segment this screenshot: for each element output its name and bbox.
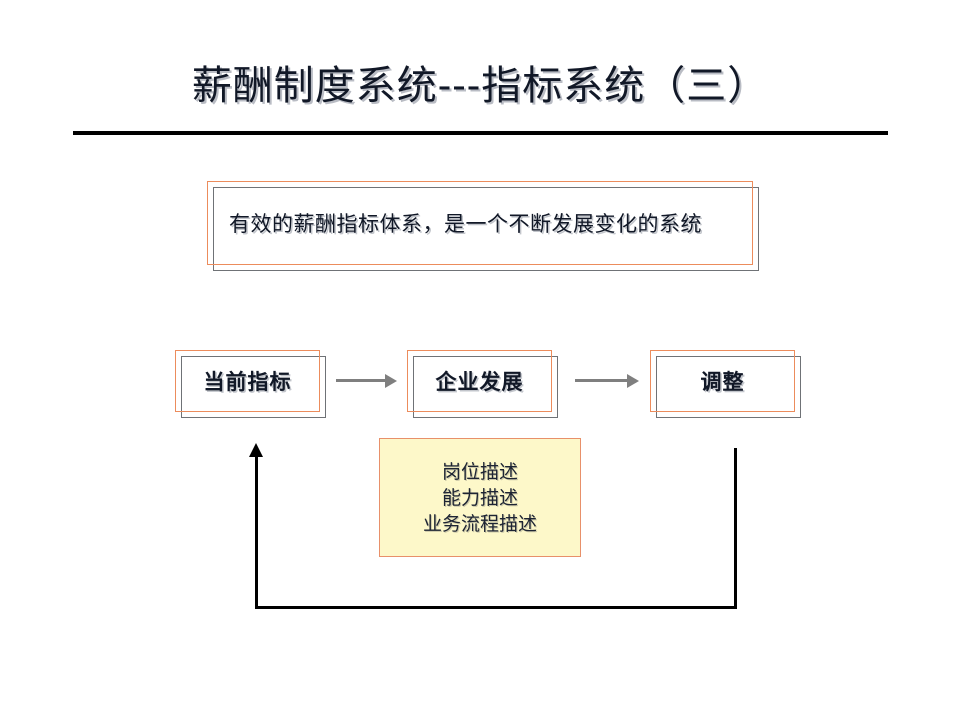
feedback-loop-right-segment — [734, 448, 737, 609]
note-line: 岗位描述 — [441, 460, 518, 483]
note-box-descriptions: 岗位描述 能力描述 业务流程描述 — [379, 438, 581, 557]
arrow-shaft — [336, 379, 386, 382]
statement-textbox-accent-border — [207, 181, 753, 265]
arrow-right-icon — [336, 374, 397, 388]
arrow-shaft — [575, 379, 628, 382]
note-line: 业务流程描述 — [422, 512, 537, 535]
process-box-label: 企业发展 — [435, 369, 524, 394]
statement-textbox-shadow-border — [213, 187, 759, 271]
process-box-accent-border — [407, 350, 552, 412]
process-box-label: 调整 — [700, 369, 745, 394]
feedback-loop-left-segment — [255, 456, 258, 609]
process-box-shadow-border — [413, 356, 558, 418]
process-box-accent-border — [175, 350, 320, 412]
statement-textbox: 有效的薪酬指标体系，是一个不断发展变化的系统 — [207, 181, 759, 271]
feedback-loop-bottom-segment — [255, 606, 737, 609]
process-box-label: 当前指标 — [203, 369, 292, 394]
process-box-accent-border — [650, 350, 795, 412]
page-title: 薪酬制度系统---指标系统（三） — [191, 63, 769, 109]
title-divider-rule — [73, 131, 888, 135]
process-box-shadow-border — [181, 356, 326, 418]
feedback-loop-arrow-up-icon — [249, 443, 263, 457]
statement-text: 有效的薪酬指标体系，是一个不断发展变化的系统 — [229, 212, 702, 236]
arrow-right-icon — [575, 374, 639, 388]
process-box-adjustment[interactable]: 调整 — [650, 350, 801, 418]
process-box-current-indicator[interactable]: 当前指标 — [175, 350, 326, 418]
arrow-head — [627, 374, 639, 388]
note-line: 能力描述 — [441, 486, 518, 509]
arrow-head — [385, 374, 397, 388]
process-box-shadow-border — [656, 356, 801, 418]
process-box-enterprise-development[interactable]: 企业发展 — [407, 350, 558, 418]
